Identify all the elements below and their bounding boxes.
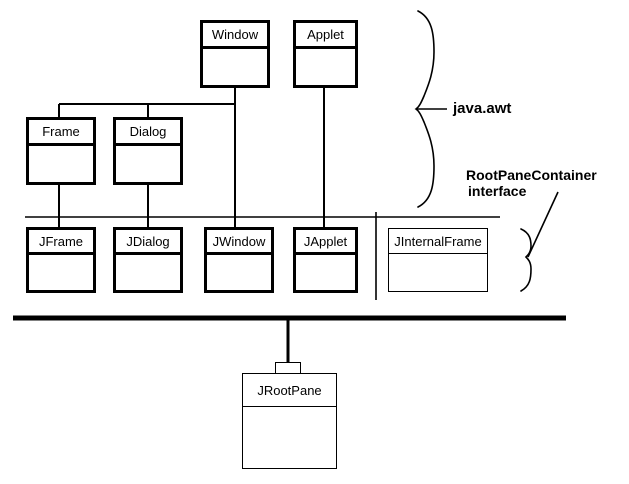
class-body-jframe bbox=[29, 255, 93, 290]
annotation-rootpanecontainer: RootPaneContainer interface bbox=[466, 167, 597, 199]
class-box-jinternalframe[interactable]: JInternalFrame bbox=[388, 228, 488, 292]
class-box-frame[interactable]: Frame bbox=[26, 117, 96, 185]
class-body-jwindow bbox=[207, 255, 271, 290]
class-body-frame bbox=[29, 146, 93, 182]
class-body-applet bbox=[296, 49, 355, 85]
class-box-applet[interactable]: Applet bbox=[293, 20, 358, 88]
class-body-window bbox=[203, 49, 267, 85]
class-body-dialog bbox=[116, 146, 180, 182]
class-body-japplet bbox=[296, 255, 355, 290]
annotation-rootpanecontainer-line1: RootPaneContainer bbox=[466, 167, 597, 183]
rootpanecontainer-leader-line bbox=[527, 191, 559, 258]
class-name-frame: Frame bbox=[29, 120, 93, 146]
class-body-jinternalframe bbox=[389, 254, 487, 291]
class-body-jdialog bbox=[116, 255, 180, 290]
annotation-rootpanecontainer-line2: interface bbox=[468, 182, 527, 199]
class-box-window[interactable]: Window bbox=[200, 20, 270, 88]
class-name-jwindow: JWindow bbox=[207, 230, 271, 255]
class-name-applet: Applet bbox=[296, 23, 355, 49]
jrootpane-connector-notch bbox=[275, 362, 301, 373]
class-name-window: Window bbox=[203, 23, 267, 49]
rootpanecontainer-brace bbox=[520, 228, 532, 292]
class-name-jrootpane: JRootPane bbox=[243, 374, 336, 407]
annotation-java-awt: java.awt bbox=[453, 100, 512, 117]
class-name-japplet: JApplet bbox=[296, 230, 355, 255]
class-box-jrootpane[interactable]: JRootPane bbox=[242, 373, 337, 469]
class-body-jrootpane bbox=[243, 407, 336, 468]
class-box-japplet[interactable]: JApplet bbox=[293, 227, 358, 293]
class-box-jframe[interactable]: JFrame bbox=[26, 227, 96, 293]
class-box-dialog[interactable]: Dialog bbox=[113, 117, 183, 185]
class-box-jdialog[interactable]: JDialog bbox=[113, 227, 183, 293]
class-name-jinternalframe: JInternalFrame bbox=[389, 229, 487, 254]
class-name-jframe: JFrame bbox=[29, 230, 93, 255]
class-box-jwindow[interactable]: JWindow bbox=[204, 227, 274, 293]
class-name-jdialog: JDialog bbox=[116, 230, 180, 255]
class-name-dialog: Dialog bbox=[116, 120, 180, 146]
